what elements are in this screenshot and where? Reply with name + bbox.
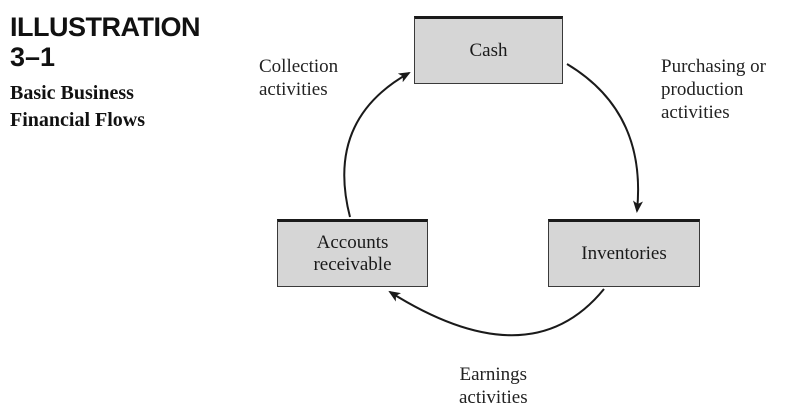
cash-box: Cash — [414, 16, 563, 84]
earnings-activities-label: Earnings activities — [459, 363, 528, 409]
caption-line-1: Basic Business — [10, 82, 134, 104]
accounts-receivable-label-1: Accounts — [316, 232, 389, 253]
accounts-receivable-label-2: receivable — [313, 254, 392, 275]
illustration-caption: Basic Business Financial Flows — [10, 80, 145, 134]
inventories-box: Inventories — [548, 219, 700, 287]
earnings-line-1: Earnings — [459, 364, 528, 385]
cash-label: Cash — [469, 40, 508, 61]
collection-line-1: Collection — [259, 56, 339, 77]
caption-line-2: Financial Flows — [10, 109, 146, 131]
illustration-heading: ILLUSTRATION — [10, 12, 200, 42]
collection-activities-label: Collection activities — [259, 55, 338, 101]
accounts-receivable-box: Accounts receivable — [277, 219, 428, 287]
arrow-cash-to-inventories — [566, 63, 643, 213]
arrow-inventories-to-receivable — [388, 288, 605, 337]
purchasing-activities-label: Purchasing or production activities — [661, 55, 766, 124]
purchasing-line-1: Purchasing or — [661, 56, 767, 77]
collection-line-2: activities — [259, 79, 328, 100]
purchasing-line-2: production — [661, 79, 744, 100]
illustration-number: 3–1 — [10, 42, 56, 72]
inventories-label: Inventories — [581, 243, 667, 264]
earnings-line-2: activities — [459, 387, 528, 408]
arrow-receivable-to-cash — [343, 72, 411, 218]
purchasing-line-3: activities — [661, 102, 730, 123]
